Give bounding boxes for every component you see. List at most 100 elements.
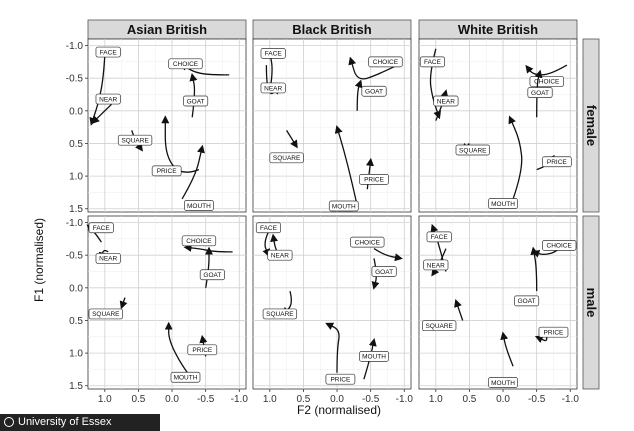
word-label-goat: GOAT (203, 272, 221, 279)
x-tick-label: -1.0 (396, 394, 414, 405)
word-label-mouth: MOUTH (332, 203, 356, 210)
panel-background (418, 38, 578, 213)
x-tick-label: -1.0 (231, 394, 249, 405)
word-label-mouth: MOUTH (491, 201, 515, 208)
word-label-price: PRICE (330, 377, 351, 384)
facet-row-strip-0 (582, 38, 600, 213)
word-label-box (359, 351, 389, 362)
trajectory-choice (373, 248, 403, 262)
facet-title-2: White British (458, 22, 538, 37)
word-label-box (488, 198, 518, 209)
word-label-face: FACE (424, 59, 442, 66)
facet-row-strip-1 (582, 215, 600, 390)
word-label-square: SQUARE (425, 323, 453, 330)
word-label-near: NEAR (427, 262, 445, 269)
facet-row-title-1: male (584, 288, 599, 318)
x-tick-label: 1.0 (98, 394, 112, 405)
y-tick-label: 1.0 (69, 349, 83, 360)
word-label-choice: CHOICE (355, 239, 381, 246)
trajectory-goat (354, 79, 363, 111)
word-label-near: NEAR (99, 96, 117, 103)
word-label-box (181, 235, 217, 247)
word-label-box (255, 222, 282, 234)
word-label-box (538, 326, 569, 338)
word-label-box (262, 308, 298, 320)
trajectory-mouth (500, 331, 514, 367)
word-label-box (350, 236, 385, 248)
word-label-square: SQUARE (266, 311, 294, 318)
word-label-box (184, 200, 214, 211)
trajectory-mouth (508, 115, 523, 200)
trajectory-mouth (334, 125, 358, 206)
word-label-price: PRICE (192, 347, 213, 354)
word-label-price: PRICE (157, 168, 178, 175)
word-label-box (260, 82, 286, 94)
trajectory-square (286, 130, 298, 149)
word-label-box (361, 85, 387, 97)
word-label-near: NEAR (437, 98, 455, 105)
facet-row-title-0: female (584, 105, 599, 146)
facet-title-0: Asian British (127, 22, 207, 37)
word-label-goat: GOAT (187, 98, 205, 105)
word-label-box (527, 87, 553, 98)
word-label-goat: GOAT (518, 298, 536, 305)
footer-text: University of Essex (18, 416, 112, 428)
word-label-box (359, 174, 389, 185)
x-tick-label: 0.5 (131, 394, 145, 405)
x-axis-title: F2 (normalised) (297, 403, 381, 417)
word-label-box (117, 134, 153, 146)
word-label-choice: CHOICE (173, 61, 199, 68)
word-label-choice: CHOICE (373, 59, 399, 66)
x-tick-label: 0.0 (496, 394, 510, 405)
trajectory-goat (205, 246, 213, 288)
word-label-price: PRICE (544, 330, 565, 337)
trajectory-price (325, 322, 340, 373)
word-label-face: FACE (93, 225, 111, 232)
word-label-box (423, 259, 449, 271)
trajectory-goat (189, 72, 198, 118)
word-label-box (455, 144, 490, 156)
trajectory-square (119, 297, 128, 310)
y-tick-label: -1.0 (66, 41, 84, 52)
word-label-box (95, 93, 121, 105)
x-tick-label: 0.5 (296, 394, 310, 405)
word-label-mouth: MOUTH (491, 380, 515, 387)
word-label-box (541, 156, 572, 168)
trajectory-choice (348, 56, 398, 80)
word-label-goat: GOAT (375, 269, 393, 276)
footer-credit: University of Essex (0, 414, 160, 431)
word-label-face: FACE (260, 225, 278, 232)
x-tick-label: -0.5 (362, 394, 380, 405)
word-label-near: NEAR (271, 252, 289, 259)
word-label-box (267, 249, 293, 261)
word-label-mouth: MOUTH (187, 203, 211, 210)
word-label-choice: CHOICE (534, 79, 560, 86)
x-tick-label: -0.5 (528, 394, 546, 405)
word-label-near: NEAR (99, 256, 117, 263)
word-label-box (433, 95, 459, 107)
word-label-box (168, 58, 203, 70)
y-tick-label: -0.5 (66, 251, 84, 262)
panel-female-0: -1.0-0.50.00.51.01.5FACENEARCHOICEGOATSQ… (66, 38, 247, 215)
word-label-box (95, 253, 121, 264)
word-label-box (183, 95, 209, 107)
y-tick-label: 1.0 (69, 172, 83, 183)
word-label-box (187, 344, 218, 356)
word-label-box (199, 269, 225, 281)
word-label-box (269, 152, 304, 164)
word-label-mouth: MOUTH (362, 354, 386, 361)
trajectory-mouth (181, 144, 205, 200)
word-label-box (88, 222, 114, 234)
y-axis-title: F1 (normalised) (32, 218, 46, 302)
facet-title-1: Black British (292, 22, 372, 37)
word-label-box (488, 377, 518, 388)
word-label-box (426, 231, 452, 243)
word-label-box (422, 320, 457, 332)
word-label-box (151, 165, 182, 177)
word-label-price: PRICE (547, 159, 568, 166)
panel-background (87, 215, 247, 390)
trajectory-goat (530, 246, 539, 292)
